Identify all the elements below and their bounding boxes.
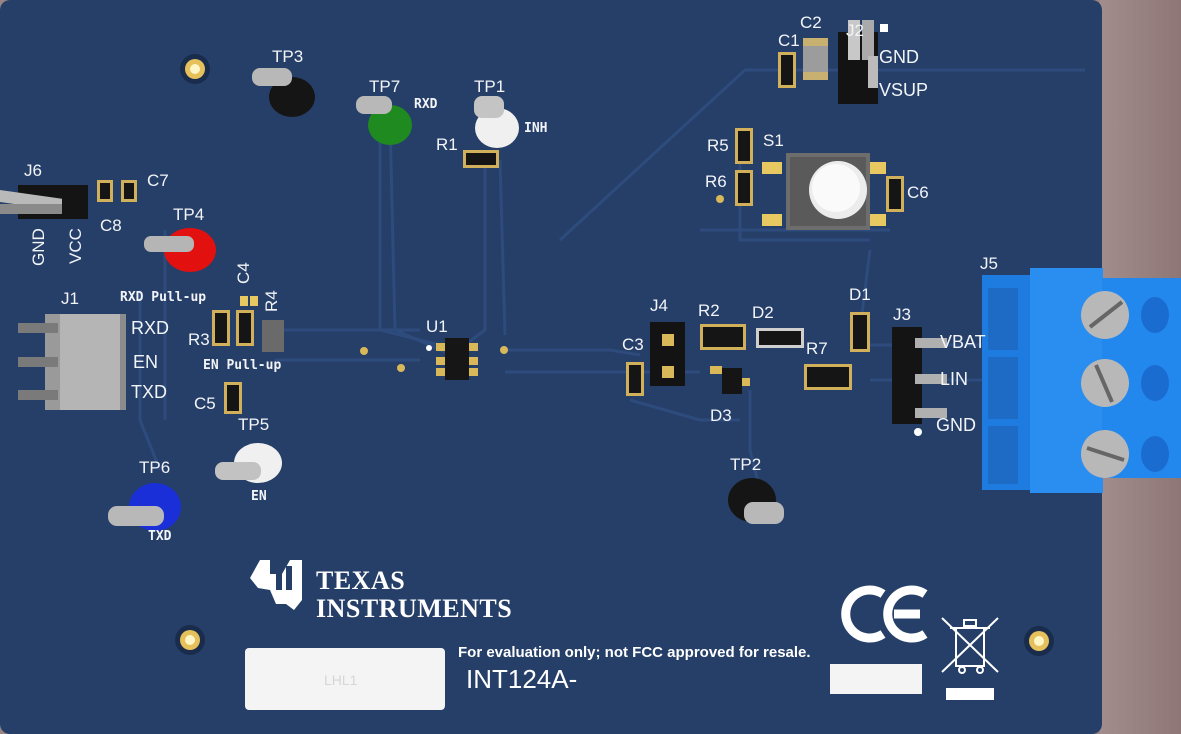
silk-r1: R1 — [436, 135, 458, 154]
silk-tp4: TP4 — [173, 205, 205, 224]
board-id: INT124A- — [466, 664, 578, 694]
silk-c2: C2 — [800, 13, 822, 32]
silk-c5: C5 — [194, 394, 216, 413]
silk-tp7: TP7 — [369, 77, 401, 96]
r3-resistor — [212, 310, 230, 346]
silk-en-tp: EN — [251, 489, 267, 504]
silk-lin: LIN — [940, 369, 969, 389]
silk-j3: J3 — [893, 305, 911, 324]
j5-terminal-block — [982, 268, 1181, 493]
silk-txd-j1: TXD — [131, 382, 167, 402]
silk-r5: R5 — [707, 136, 729, 155]
silk-s1: S1 — [763, 131, 784, 150]
silk-rxd-j1: RXD — [131, 318, 170, 338]
mounting-hole-icon — [175, 54, 1054, 656]
silk-d1: D1 — [849, 285, 871, 304]
u1-ic — [436, 338, 478, 380]
silk-inh: INH — [524, 121, 548, 136]
silk-r3: R3 — [188, 330, 210, 349]
c8-capacitor — [97, 180, 113, 202]
silk-c8: C8 — [100, 216, 122, 235]
silk-en-j1: EN — [133, 352, 159, 372]
silk-u1: U1 — [426, 317, 448, 336]
silk-en-pullup: EN Pull-up — [203, 358, 282, 373]
r1-resistor — [463, 150, 499, 168]
silk-rxd-tp: RXD — [414, 97, 438, 112]
tp5 — [215, 443, 282, 483]
d3-diode — [722, 368, 742, 394]
silk-txd-tp: TXD — [148, 529, 172, 544]
silk-j1: J1 — [61, 289, 79, 308]
silk-rxd-pullup: RXD Pull-up — [120, 290, 207, 305]
j3-header — [892, 327, 947, 424]
silk-r2: R2 — [698, 301, 720, 320]
silk-c4: C4 — [234, 262, 253, 284]
silk-c6: C6 — [907, 183, 929, 202]
tp2 — [728, 478, 784, 524]
silk-tp2: TP2 — [730, 455, 762, 474]
c4-capacitor — [236, 310, 254, 346]
vias — [360, 195, 922, 436]
d1-diode — [850, 312, 870, 352]
ti-logo-line1: TEXAS — [316, 566, 406, 595]
silk-tp3: TP3 — [272, 47, 304, 66]
c3-capacitor — [626, 362, 644, 396]
r7-resistor — [804, 364, 852, 390]
tp3 — [252, 68, 315, 117]
silk-vsup: VSUP — [879, 80, 929, 100]
silk-tp1: TP1 — [474, 77, 506, 96]
fcc-disclaimer: For evaluation only; not FCC approved fo… — [458, 644, 811, 661]
silk-vcc-vertical: VCC — [66, 228, 85, 264]
ti-logo-line2: INSTRUMENTS — [316, 594, 513, 623]
d2-diode — [756, 328, 804, 348]
silk-tp5: TP5 — [238, 415, 270, 434]
silk-gnd-vertical: GND — [29, 228, 48, 266]
s1-pushbutton — [762, 153, 886, 230]
silk-r4: R4 — [262, 290, 281, 312]
tp4 — [144, 228, 216, 272]
blank-label-area — [245, 648, 445, 710]
c6-capacitor — [886, 176, 904, 212]
silk-vbat: VBAT — [940, 332, 986, 352]
silk-d3: D3 — [710, 406, 732, 425]
silk-gnd-j2: GND — [879, 47, 919, 67]
silk-c3: C3 — [622, 335, 644, 354]
c1-capacitor — [778, 52, 796, 88]
silk-c7: C7 — [147, 171, 169, 190]
r2-resistor — [700, 324, 746, 350]
ce-mark-icon — [841, 585, 928, 643]
ti-logo-icon — [250, 560, 302, 610]
j6-header — [0, 185, 88, 219]
r4-resistor — [262, 320, 284, 352]
silk-r6: R6 — [705, 172, 727, 191]
j4-header — [650, 322, 685, 386]
serial-label-area — [830, 664, 922, 694]
tp6 — [108, 483, 181, 531]
c5-capacitor — [224, 382, 242, 414]
j1-header — [18, 314, 126, 410]
silk-j6: J6 — [24, 161, 42, 180]
silk-j2: J2 — [846, 21, 864, 40]
tp7 — [356, 96, 412, 145]
tp1 — [474, 96, 519, 148]
silk-d2: D2 — [752, 303, 774, 322]
silk-tp6: TP6 — [139, 458, 171, 477]
silk-r7: R7 — [806, 339, 828, 358]
r6-resistor — [735, 170, 753, 206]
r5-resistor — [735, 128, 753, 164]
silk-j5: J5 — [980, 254, 998, 273]
blank-label-text: LHL1 — [324, 672, 358, 688]
silk-gnd-j3: GND — [936, 415, 976, 435]
silk-c1: C1 — [778, 31, 800, 50]
weee-bin-icon — [941, 617, 999, 674]
c7-capacitor — [121, 180, 137, 202]
j2-header — [838, 20, 888, 104]
silk-j4: J4 — [650, 296, 668, 315]
